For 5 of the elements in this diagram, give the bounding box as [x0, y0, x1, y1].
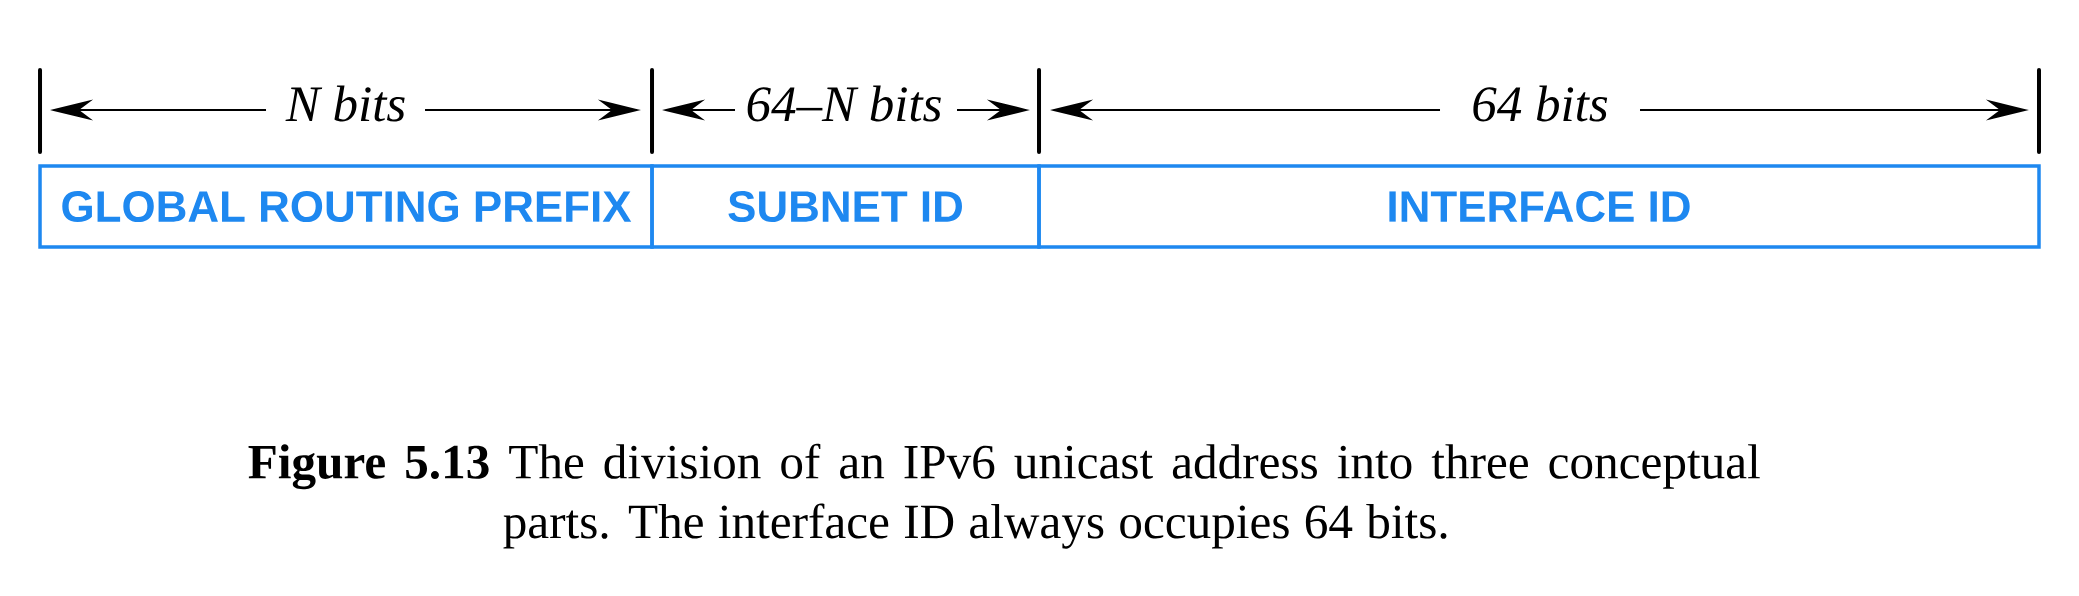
field-box: INTERFACE ID [1037, 164, 2041, 249]
field-box: GLOBAL ROUTING PREFIX [38, 164, 654, 249]
field-box: SUBNET ID [650, 164, 1041, 249]
figure-caption: Figure 5.13 The division of an IPv6 unicast address into three conceptual parts. The interface ID always occupies 64 bits. [248, 443, 1760, 549]
dimension-label: 64–N bits [747, 85, 941, 122]
